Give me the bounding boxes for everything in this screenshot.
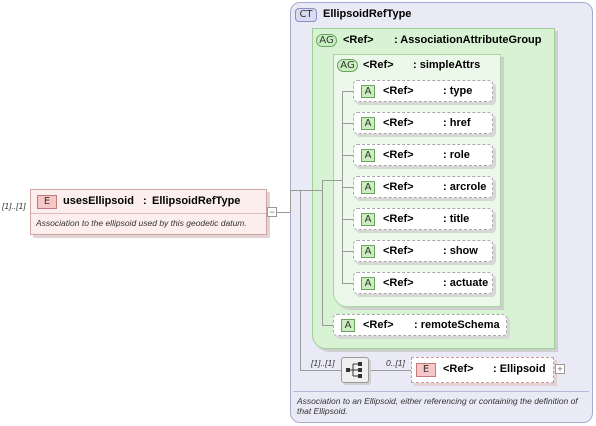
complex-type-badge: CT [295, 8, 317, 22]
attribute-role[interactable]: A <Ref> : role [353, 144, 493, 166]
connector-line [300, 190, 322, 191]
attribute-title[interactable]: A <Ref> : title [353, 208, 493, 230]
simple-attrs-badge: AG [337, 59, 358, 72]
attribute-remote-schema[interactable]: A <Ref> : remoteSchema [333, 314, 507, 336]
attribute-name: : actuate [443, 277, 489, 289]
sequence-icon [346, 362, 362, 378]
connector-line [342, 219, 353, 220]
connector-line [322, 325, 333, 326]
note-divider [293, 391, 589, 392]
complex-type-name[interactable]: EllipsoidRefType [323, 8, 412, 20]
attribute-badge: A [361, 245, 375, 258]
attribute-name: : href [443, 117, 471, 129]
attribute-ref: <Ref> [383, 245, 414, 257]
root-element-name: usesEllipsoid [63, 195, 134, 207]
attribute-name: : title [443, 213, 470, 225]
connector-line [342, 91, 353, 92]
connector-line [342, 187, 353, 188]
attribute-arcrole[interactable]: A <Ref> : arcrole [353, 176, 493, 198]
root-multiplicity: [1]..[1] [2, 201, 26, 211]
simple-attrs-ref: <Ref> [363, 59, 394, 71]
sequence-multiplicity: [1]..[1] [311, 358, 335, 368]
ellipsoid-expand-button[interactable]: + [555, 364, 565, 374]
attribute-show[interactable]: A <Ref> : show [353, 240, 493, 262]
assoc-group-ref: <Ref> [343, 34, 374, 46]
attribute-name: : type [443, 85, 473, 97]
connector-line [369, 370, 412, 371]
connector-line [322, 180, 323, 325]
ellipsoid-multiplicity: 0..[1] [386, 358, 405, 368]
connector-line [342, 123, 353, 124]
connector-line [290, 190, 300, 191]
ellipsoid-badge: E [416, 363, 436, 377]
root-element-badge: E [37, 195, 57, 209]
attribute-name: : role [443, 149, 470, 161]
attribute-badge: A [361, 277, 375, 290]
attribute-actuate[interactable]: A <Ref> : actuate [353, 272, 493, 294]
attribute-badge: A [341, 319, 355, 332]
attribute-name: : remoteSchema [414, 319, 500, 331]
connector-line [342, 283, 353, 284]
attribute-badge: A [361, 149, 375, 162]
attribute-badge: A [361, 213, 375, 226]
attribute-ref: <Ref> [383, 117, 414, 129]
ellipsoid-ref: <Ref> [443, 363, 474, 375]
attribute-ref: <Ref> [383, 149, 414, 161]
ellipsoid-name: : Ellipsoid [493, 363, 546, 375]
attribute-ref: <Ref> [383, 277, 414, 289]
attribute-ref: <Ref> [383, 181, 414, 193]
root-element-type-separator: : [143, 195, 147, 207]
connector-line [322, 180, 342, 181]
root-element-box[interactable] [30, 189, 267, 235]
assoc-group-badge: AG [316, 34, 337, 47]
complex-type-note: Association to an Ellipsoid, either refe… [297, 396, 578, 416]
connector-line [276, 212, 290, 213]
root-collapse-button[interactable]: − [267, 207, 277, 217]
attribute-ref: <Ref> [383, 85, 414, 97]
connector-line [300, 370, 341, 371]
root-element-divider [31, 213, 266, 214]
attribute-name: : show [443, 245, 478, 257]
connector-line [342, 251, 353, 252]
attribute-badge: A [361, 117, 375, 130]
attribute-type[interactable]: A <Ref> : type [353, 80, 493, 102]
sequence-compositor[interactable] [341, 357, 369, 383]
attribute-ref: <Ref> [383, 213, 414, 225]
attribute-name: : arcrole [443, 181, 487, 193]
root-element-note: Association to the ellipsoid used by thi… [36, 218, 247, 228]
attribute-href[interactable]: A <Ref> : href [353, 112, 493, 134]
simple-attrs-name: : simpleAttrs [413, 59, 481, 71]
connector-line [290, 190, 291, 212]
root-element-type: EllipsoidRefType [152, 195, 241, 207]
attribute-badge: A [361, 85, 375, 98]
connector-line [342, 155, 353, 156]
attribute-ref: <Ref> [363, 319, 394, 331]
assoc-group-name: : AssociationAttributeGroup [394, 34, 542, 46]
attribute-badge: A [361, 181, 375, 194]
connector-line [300, 190, 301, 370]
